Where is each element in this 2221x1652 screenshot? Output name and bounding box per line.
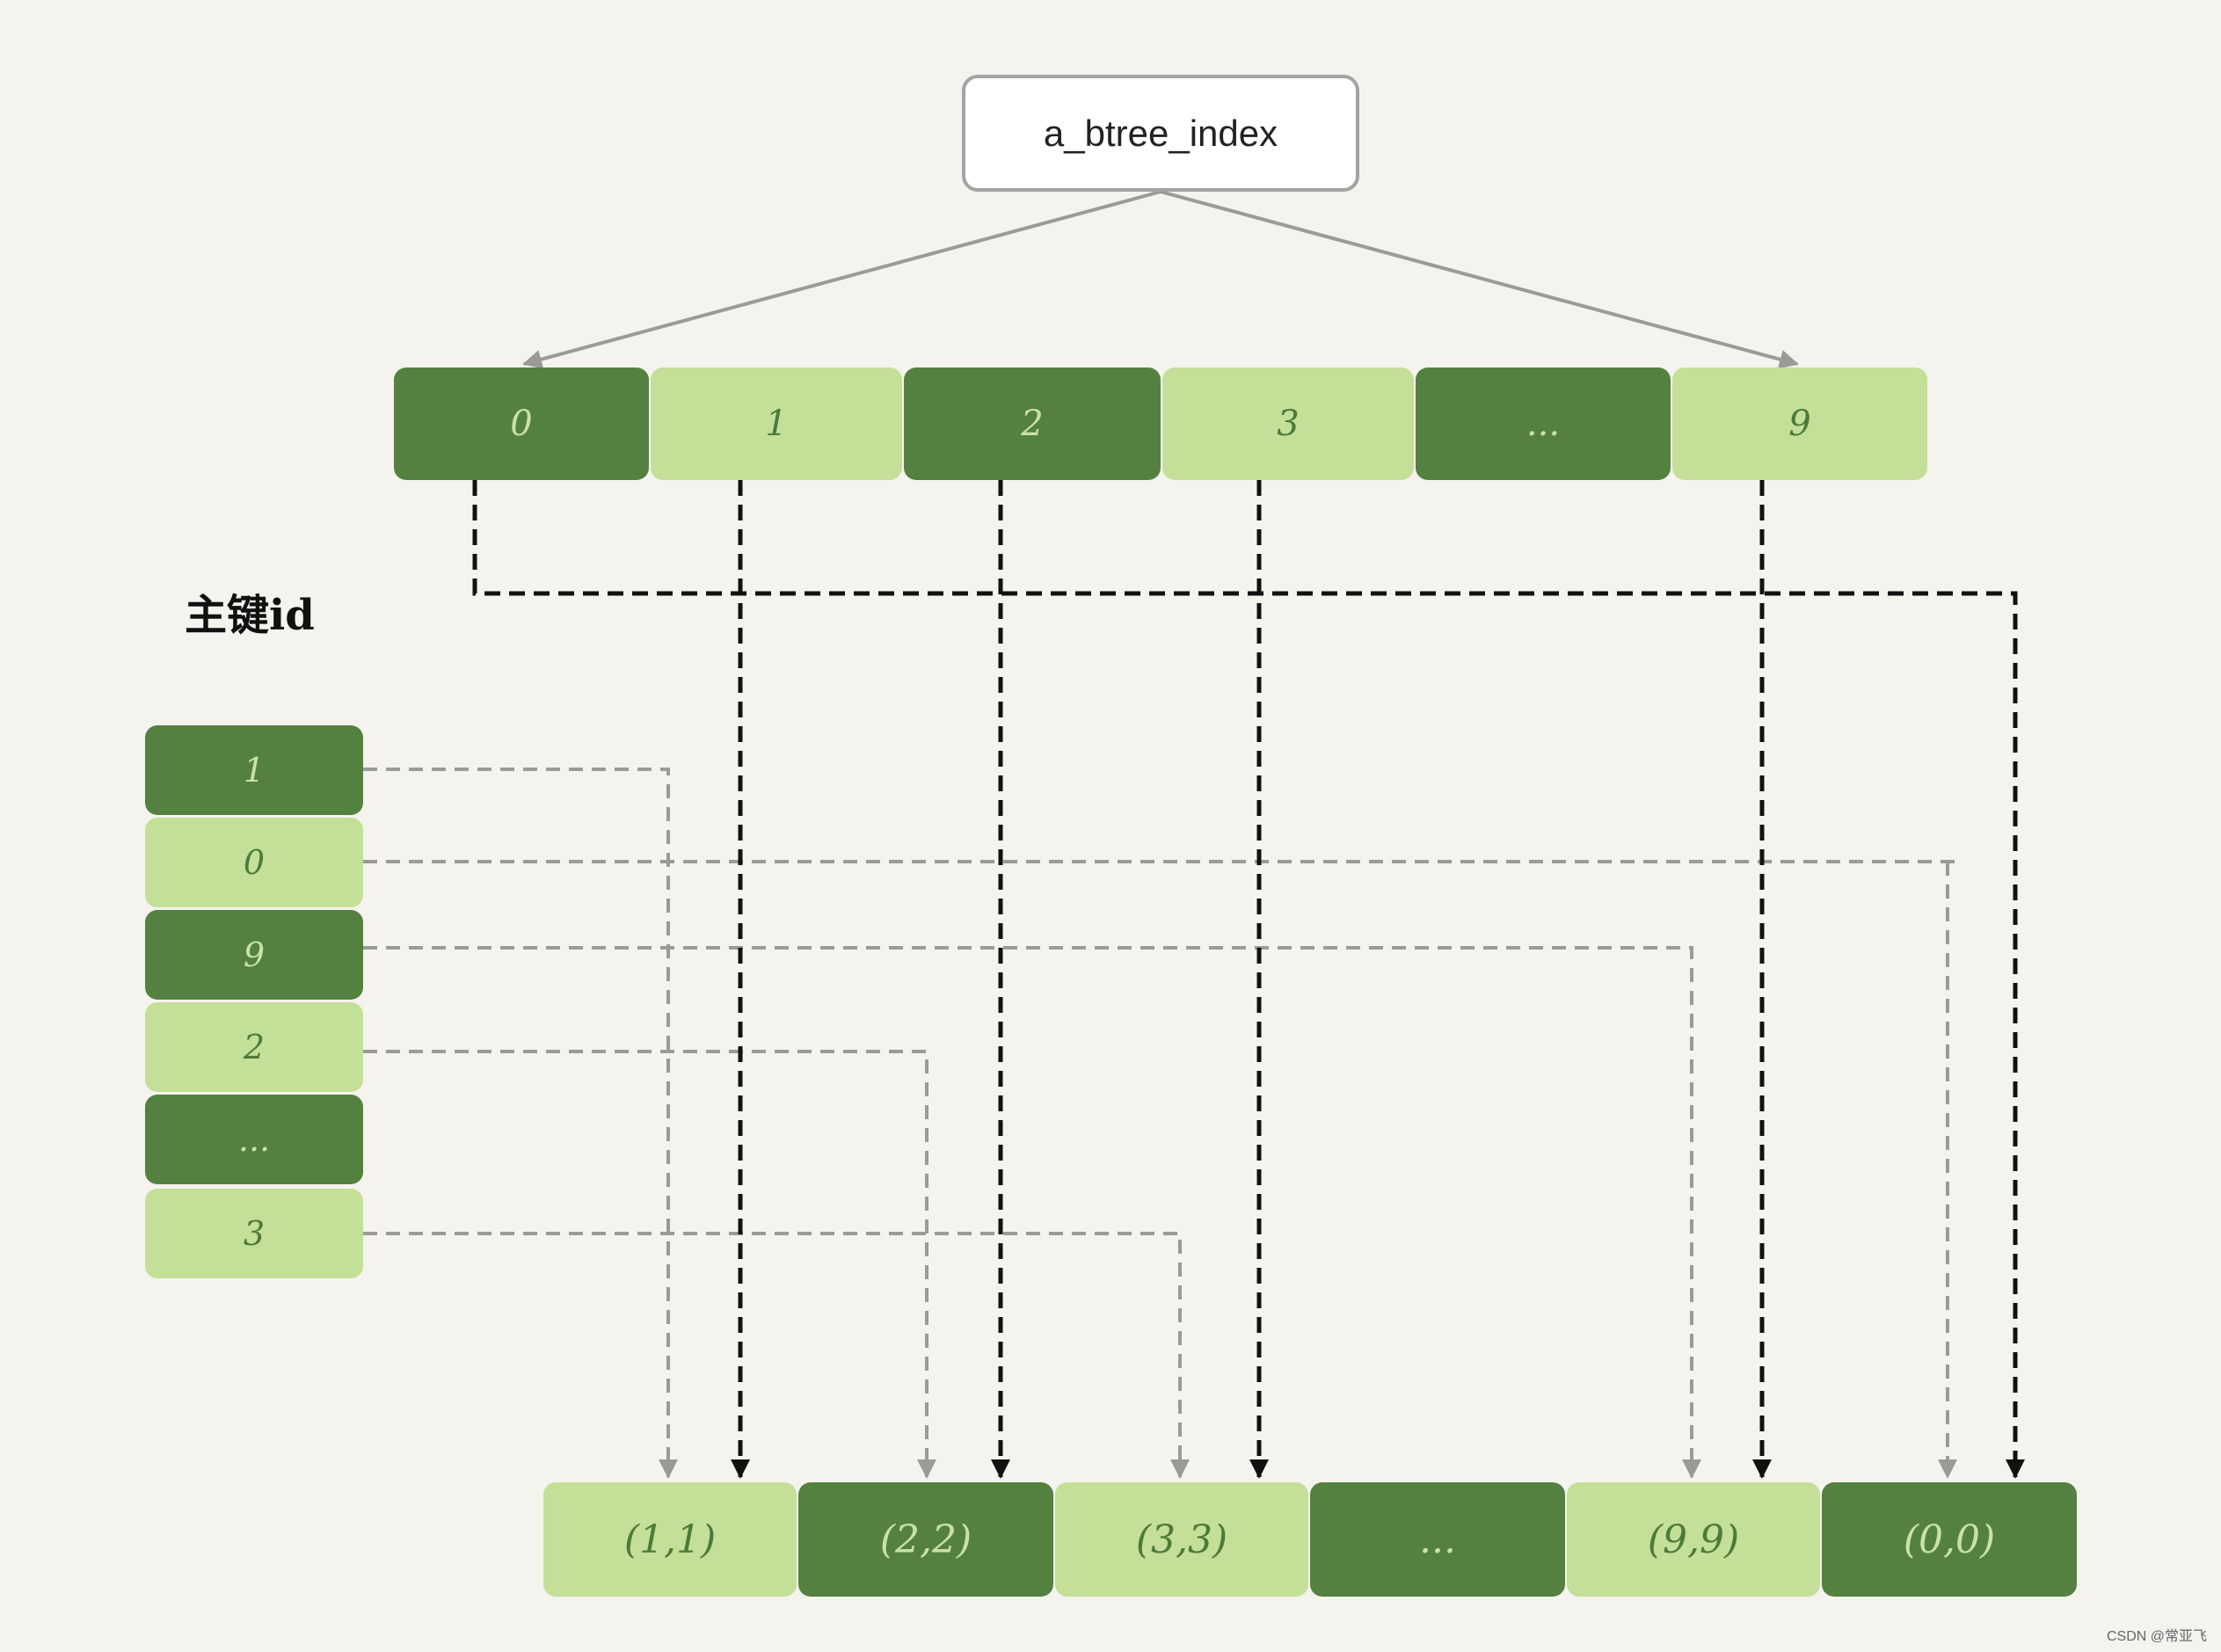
pk-cell-3: 3 [145, 1189, 363, 1278]
row-cell-3-3: (3,3) [1055, 1482, 1308, 1597]
row-cell-9-9: (9,9) [1567, 1482, 1820, 1597]
pk-link-9 [363, 946, 1701, 1479]
root-arrow-right [1160, 190, 1799, 369]
index-link-0 [472, 480, 2025, 1479]
index-cell-0: 0 [394, 368, 649, 480]
pk-cell-2: 2 [145, 1002, 363, 1092]
root-label: a_btree_index [1043, 112, 1278, 154]
pk-link-3 [363, 1232, 1190, 1479]
pk-cell-1: 1 [145, 725, 363, 815]
row-cell-2-2: (2,2) [798, 1482, 1053, 1597]
index-cell-2: 2 [904, 368, 1161, 480]
pk-link-1 [363, 768, 678, 1479]
row-cell-1-1: (1,1) [543, 1482, 797, 1597]
index-cell-3: 3 [1162, 368, 1414, 480]
index-cell-1: 1 [651, 368, 902, 480]
pk-cell-ellipsis: ... [145, 1095, 363, 1184]
pk-link-2 [363, 1050, 936, 1479]
row-cell-0-0: (0,0) [1822, 1482, 2077, 1597]
watermark: CSDN @常亚飞 [2106, 1629, 2207, 1644]
index-cell-9: 9 [1672, 368, 1927, 480]
primary-key-label: 主键id [185, 591, 315, 640]
root-node: a_btree_index [962, 75, 1359, 192]
root-arrow-left [522, 190, 1161, 369]
pk-cell-0: 0 [145, 818, 363, 907]
pk-link-0 [363, 860, 1959, 1477]
index-cell-ellipsis: ... [1416, 368, 1671, 480]
row-cell-ellipsis: ... [1310, 1482, 1565, 1597]
pk-cell-9: 9 [145, 910, 363, 1000]
